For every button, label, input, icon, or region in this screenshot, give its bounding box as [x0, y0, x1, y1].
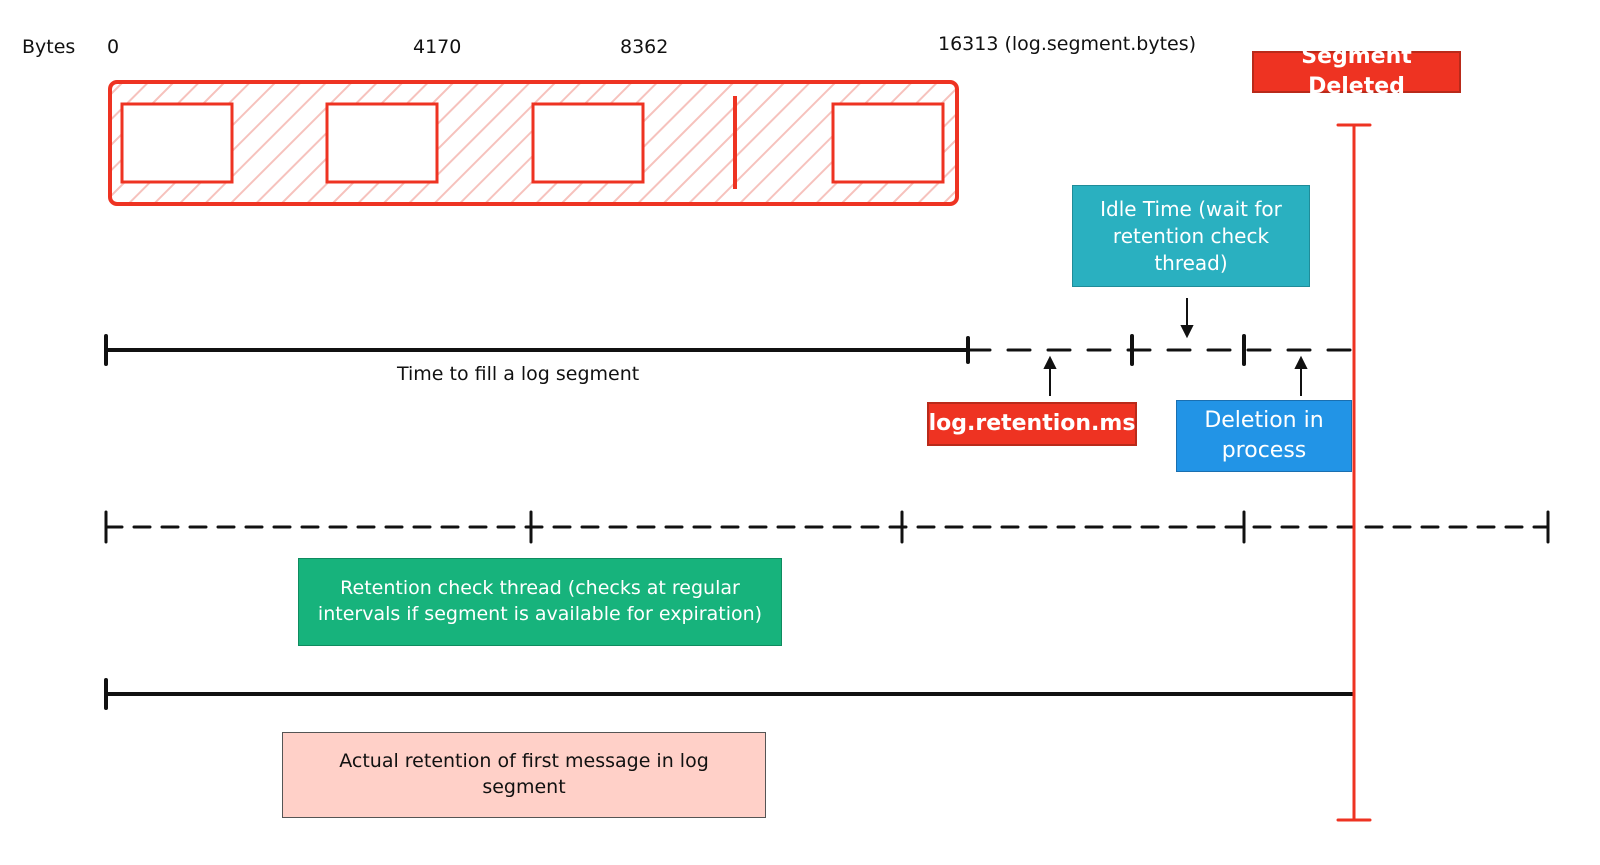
record-box	[120, 102, 234, 184]
record-box	[531, 102, 645, 184]
actual-retention-timeline	[104, 678, 1355, 710]
offset-label: 0	[107, 36, 120, 58]
offset-label: 4170	[413, 36, 462, 58]
fill-segment-timeline	[104, 334, 970, 366]
retention-check-timeline	[104, 510, 1550, 544]
time-to-fill-label: Time to fill a log segment	[397, 363, 640, 385]
idle-time-text: Idle Time (wait for retention check thre…	[1100, 196, 1282, 275]
log-retention-ms-label: log.retention.ms	[927, 402, 1137, 446]
annotation-arrows	[1043, 298, 1308, 396]
log-segment-block	[108, 80, 959, 206]
actual-retention-box: Actual retention of first message in log…	[282, 732, 766, 818]
axis-unit-label: Bytes	[22, 36, 76, 58]
record-box	[831, 102, 945, 184]
record-box	[325, 102, 439, 184]
segment-deleted-label: Segment Deleted	[1252, 44, 1461, 99]
retention-check-thread-box: Retention check thread (checks at regula…	[298, 558, 782, 646]
deleted-marker-line	[1336, 123, 1372, 822]
offset-label: 8362	[620, 36, 669, 58]
actual-retention-text: Actual retention of first message in log…	[339, 750, 709, 798]
log-retention-ms-text: log.retention.ms	[928, 411, 1136, 437]
idle-time-box: Idle Time (wait for retention check thre…	[1072, 185, 1310, 287]
segment-deleted-text: Segment Deleted	[1301, 44, 1412, 99]
retention-check-thread-text: Retention check thread (checks at regula…	[317, 577, 763, 625]
offset-label: 16313 (log.segment.bytes)	[938, 33, 1197, 55]
deletion-in-process-text: Deletion in process	[1204, 408, 1324, 463]
retention-timeline	[966, 334, 1355, 366]
deletion-in-process-box: Deletion in process	[1176, 400, 1352, 472]
